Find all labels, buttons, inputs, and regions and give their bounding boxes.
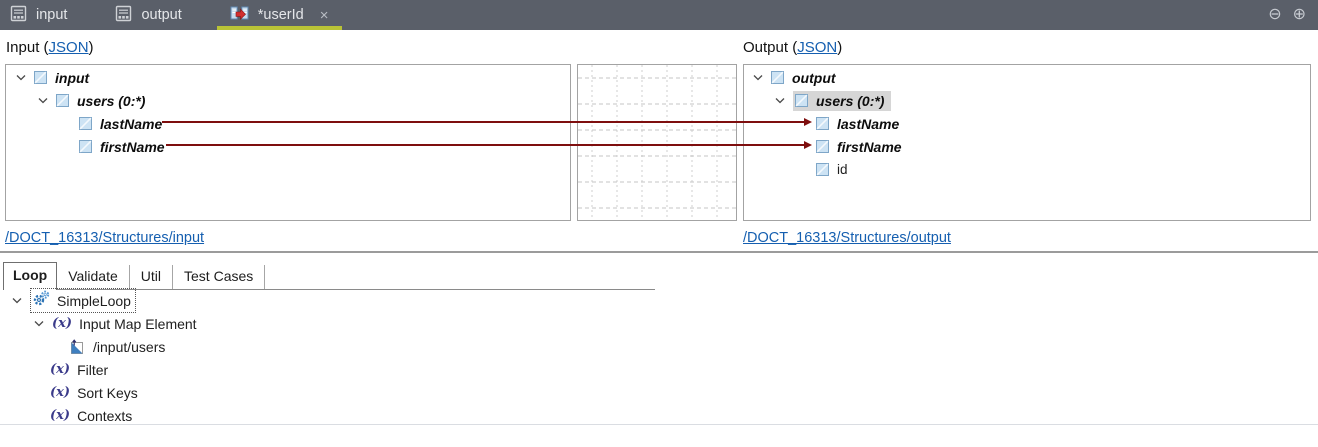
- loop-tree-row-filter[interactable]: (x) Filter: [0, 358, 108, 381]
- gears-icon: [33, 290, 50, 311]
- node-label: Sort Keys: [77, 384, 138, 401]
- input-heading: Input (JSON): [6, 39, 94, 56]
- chevron-down-icon[interactable]: [753, 74, 763, 81]
- mapping-line-firstname[interactable]: [166, 144, 804, 146]
- tree-row-output-id[interactable]: id: [744, 158, 1310, 181]
- node-label: SimpleLoop: [57, 292, 131, 309]
- tab-label: output: [141, 7, 182, 23]
- tree-row-output-firstname[interactable]: firstName: [744, 135, 1310, 158]
- field-icon: [79, 117, 92, 130]
- node-label: id: [837, 162, 848, 177]
- mapping-arrowhead-firstname: [804, 141, 812, 149]
- loop-tree-row-input-map-path[interactable]: /input/users: [0, 335, 165, 358]
- tree-row-output-users[interactable]: users (0:*): [744, 89, 1310, 112]
- tree-row-output-lastname[interactable]: lastName: [744, 112, 1310, 135]
- tree-row-input-root[interactable]: input: [6, 66, 570, 89]
- output-structure-panel: output users (0:*) lastName firstName id: [743, 64, 1311, 221]
- expression-icon: (x): [50, 408, 71, 423]
- expression-icon: (x): [50, 362, 71, 377]
- chevron-down-icon[interactable]: [775, 97, 785, 104]
- node-label: input: [55, 69, 90, 86]
- editor-tab-bar: input output *userId × ⊖ ⊕: [0, 0, 1318, 30]
- canvas-grid: [578, 65, 736, 220]
- tab-input[interactable]: input: [0, 0, 80, 30]
- expression-icon: (x): [50, 385, 71, 400]
- node-label: firstName: [100, 138, 165, 155]
- tab-loop[interactable]: Loop: [3, 262, 58, 290]
- node-label: users (0:*): [816, 92, 885, 109]
- close-icon[interactable]: ×: [319, 6, 329, 24]
- loop-tree-row-input-map-element[interactable]: (x) Input Map Element: [0, 312, 197, 335]
- tab-userid[interactable]: *userId ×: [216, 0, 342, 30]
- bottom-tab-strip: Loop Validate Util Test Cases: [3, 262, 655, 290]
- element-icon: [34, 71, 47, 84]
- topbar-actions: ⊖ ⊕: [1268, 7, 1318, 23]
- output-structure-path-link[interactable]: /DOCT_16313/Structures/output: [743, 230, 951, 246]
- node-label: lastName: [100, 115, 163, 132]
- input-json-link[interactable]: JSON: [48, 39, 89, 56]
- input-heading-suffix: ): [88, 39, 94, 56]
- node-label: users (0:*): [77, 92, 146, 109]
- tab-validate[interactable]: Validate: [57, 265, 130, 289]
- node-label: Contexts: [77, 407, 133, 424]
- mapping-canvas[interactable]: [577, 64, 737, 221]
- structure-icon: [10, 5, 27, 26]
- input-structure-path-link[interactable]: /DOCT_16313/Structures/input: [5, 230, 205, 246]
- tab-label: *userId: [257, 7, 304, 23]
- chevron-down-icon[interactable]: [16, 74, 26, 81]
- tab-util[interactable]: Util: [130, 265, 174, 289]
- chevron-down-icon[interactable]: [38, 97, 48, 104]
- expression-icon: (x): [52, 316, 73, 331]
- chevron-down-icon[interactable]: [34, 320, 44, 327]
- input-structure-panel: input users (0:*) lastName firstName: [5, 64, 571, 221]
- node-label: firstName: [837, 138, 902, 155]
- mapping-arrowhead-lastname: [804, 118, 812, 126]
- active-tab-underline: [216, 26, 342, 30]
- node-label: Input Map Element: [79, 315, 197, 332]
- tab-label: input: [36, 7, 68, 23]
- field-icon: [79, 140, 92, 153]
- node-label: output: [792, 69, 836, 86]
- node-label: /input/users: [93, 338, 166, 355]
- bottom-divider: [0, 424, 1318, 425]
- element-icon: [795, 94, 808, 107]
- loop-tree-row-sort-keys[interactable]: (x) Sort Keys: [0, 381, 138, 404]
- focused-node-outline: SimpleLoop: [30, 288, 136, 313]
- element-icon: [56, 94, 69, 107]
- element-icon: [771, 71, 784, 84]
- collapse-all-icon[interactable]: ⊖: [1268, 6, 1282, 23]
- output-heading-suffix: ): [837, 39, 843, 56]
- structure-icon: [115, 5, 132, 26]
- tree-row-input-firstname[interactable]: firstName: [6, 135, 570, 158]
- tab-output[interactable]: output: [102, 0, 194, 30]
- loop-tree-row-simpleloop[interactable]: SimpleLoop: [0, 288, 136, 313]
- loop-tree-row-contexts[interactable]: (x) Contexts: [0, 404, 132, 427]
- mapped-field-icon: [70, 339, 85, 354]
- mapping-line-lastname[interactable]: [162, 121, 804, 123]
- input-heading-prefix: Input (: [6, 39, 49, 56]
- output-heading-prefix: Output (: [743, 39, 798, 56]
- field-icon: [816, 163, 829, 176]
- horizontal-splitter[interactable]: [0, 251, 1318, 253]
- expand-all-icon[interactable]: ⊕: [1292, 6, 1306, 23]
- output-json-link[interactable]: JSON: [797, 39, 838, 56]
- field-icon: [816, 140, 829, 153]
- chevron-down-icon[interactable]: [12, 297, 22, 304]
- node-label: Filter: [77, 361, 109, 378]
- selected-row-highlight: users (0:*): [793, 90, 892, 111]
- tab-test-cases[interactable]: Test Cases: [173, 265, 266, 289]
- tree-row-input-lastname[interactable]: lastName: [6, 112, 570, 135]
- node-label: lastName: [837, 115, 900, 132]
- tree-row-input-users[interactable]: users (0:*): [6, 89, 570, 112]
- output-heading: Output (JSON): [743, 39, 842, 56]
- mapping-icon: [230, 5, 249, 25]
- tree-row-output-root[interactable]: output: [744, 66, 1310, 89]
- field-icon: [816, 117, 829, 130]
